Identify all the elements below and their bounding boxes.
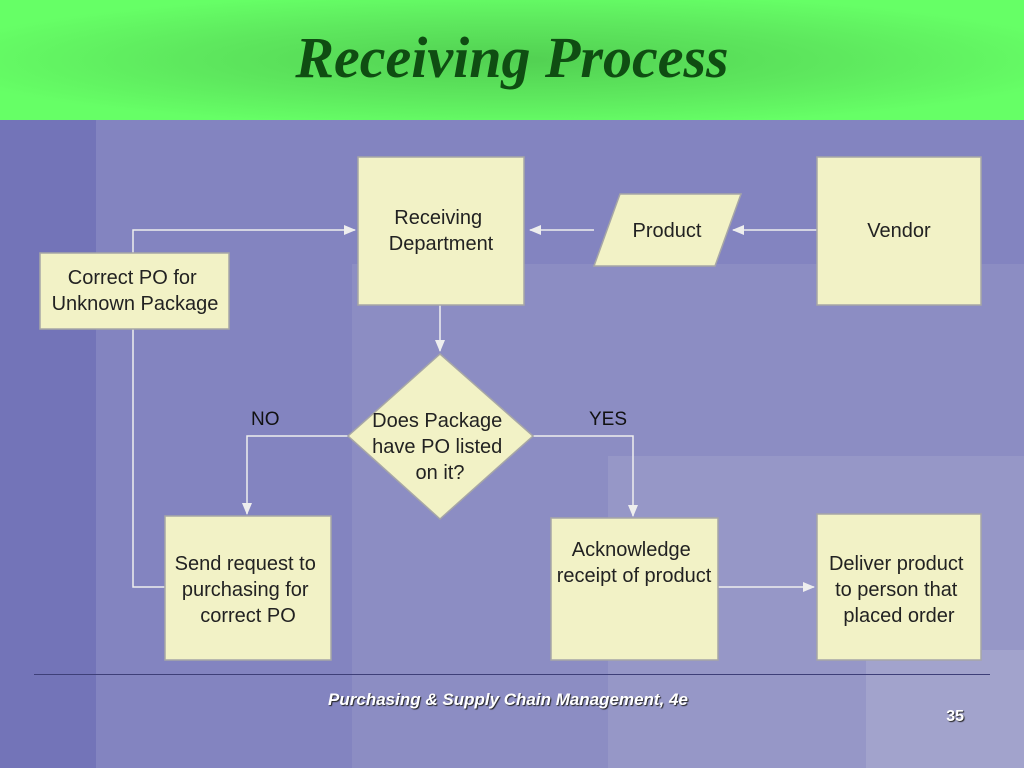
send-request-label: Send request to purchasing for correct P… (175, 553, 322, 627)
receiving-department-label: Receiving Department (389, 207, 494, 255)
acknowledge-label: Acknowledge receipt of product (557, 539, 712, 587)
edge-decision-yes (533, 435, 638, 517)
receiving-department-box (357, 156, 525, 306)
edge-decision-no (242, 435, 348, 515)
acknowledge-box (550, 517, 719, 661)
page-number: 35 (946, 708, 964, 725)
edge-request-to-receiving (132, 225, 356, 588)
background-panel (866, 650, 1024, 768)
correct-po-box (39, 252, 230, 330)
slide-title: Receiving Process (295, 25, 729, 90)
footer-divider (34, 674, 990, 675)
footer-text: Purchasing & Supply Chain Management, 4e (328, 690, 688, 709)
vendor-label: Vendor (867, 220, 931, 242)
send-request-box (164, 515, 332, 661)
background-panel (0, 120, 96, 768)
title-bar: Receiving Process (0, 0, 1024, 120)
deliver-box (816, 513, 982, 661)
correct-po-label: Correct PO for Unknown Package (52, 267, 219, 315)
product-parallelogram (592, 193, 743, 267)
vendor-box (816, 156, 982, 306)
yes-branch-label: YES (589, 409, 627, 430)
decision-label: Does Package have PO listed on it? (372, 410, 508, 484)
product-label: Product (633, 220, 702, 242)
deliver-label: Deliver product to person that placed or… (829, 553, 969, 627)
decision-diamond (346, 352, 535, 521)
no-branch-label: NO (251, 409, 280, 430)
